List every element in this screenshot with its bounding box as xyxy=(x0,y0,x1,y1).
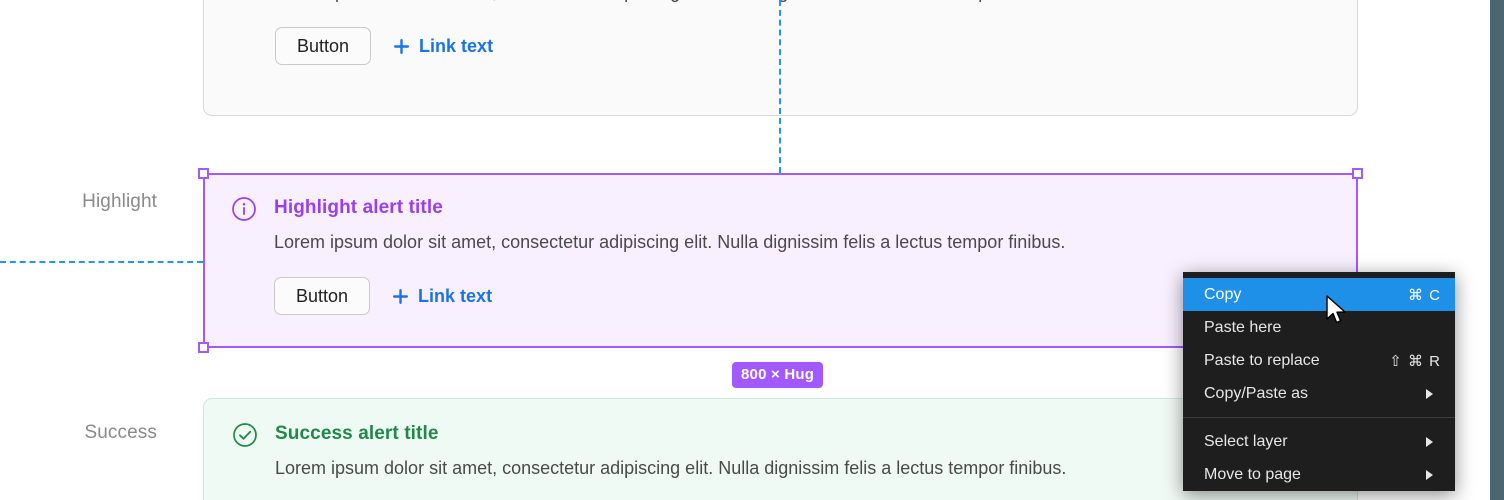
menu-item-label: Paste to replace xyxy=(1204,351,1320,369)
alert-link[interactable]: Link text xyxy=(393,36,493,57)
menu-item-label: Copy/Paste as xyxy=(1204,384,1309,402)
chevron-right-icon xyxy=(1426,388,1433,399)
menu-item-label: Paste here xyxy=(1204,318,1282,336)
alert-card-highlight[interactable]: Highlight alert title Lorem ipsum dolor … xyxy=(203,173,1358,348)
menu-item-label: Move to page xyxy=(1204,465,1301,483)
menu-separator xyxy=(1183,417,1455,418)
alert-link-label: Link text xyxy=(419,35,494,56)
check-circle-icon xyxy=(233,423,257,447)
menu-item-copy-paste-as[interactable]: Copy/Paste as xyxy=(1183,377,1455,410)
alert-body-text: Lorem ipsum dolor sit amet, consectetur … xyxy=(275,0,1329,5)
plus-icon xyxy=(394,38,410,54)
alert-link-label: Link text xyxy=(418,285,493,306)
menu-item-copy[interactable]: Copy ⌘ C xyxy=(1183,278,1455,311)
alert-button[interactable]: Button xyxy=(275,27,372,65)
alert-title: Success alert title xyxy=(275,423,439,444)
menu-item-shortcut: ⇧ ⌘ R xyxy=(1389,352,1441,370)
context-menu[interactable]: Copy ⌘ C Paste here Paste to replace ⇧ ⌘… xyxy=(1183,272,1455,491)
size-badge: 800 × Hug xyxy=(732,362,824,388)
alignment-guide-horizontal xyxy=(0,261,203,263)
section-label-highlight: Highlight xyxy=(82,191,157,212)
plus-icon xyxy=(393,288,409,304)
menu-item-paste-here[interactable]: Paste here xyxy=(1183,311,1455,344)
alert-link[interactable]: Link text xyxy=(392,286,492,307)
alert-actions: Button Link text xyxy=(274,277,1330,315)
chevron-right-icon xyxy=(1426,469,1433,480)
info-circle-icon xyxy=(232,197,256,221)
alert-button[interactable]: Button xyxy=(274,277,371,315)
menu-item-shortcut: ⌘ C xyxy=(1408,286,1441,304)
menu-item-label: Copy xyxy=(1204,285,1242,303)
alert-title: Highlight alert title xyxy=(274,197,443,218)
section-label-success: Success xyxy=(84,422,157,443)
menu-item-label: Select layer xyxy=(1204,432,1288,450)
alert-body-text: Lorem ipsum dolor sit amet, consectetur … xyxy=(275,458,1067,478)
menu-item-paste-to-replace[interactable]: Paste to replace ⇧ ⌘ R xyxy=(1183,344,1455,377)
alert-actions: Button Link text xyxy=(275,27,1329,65)
mouse-cursor xyxy=(1326,295,1346,324)
chevron-right-icon xyxy=(1426,436,1433,447)
context-menu-group-1: Copy ⌘ C Paste here Paste to replace ⇧ ⌘… xyxy=(1183,278,1455,410)
alert-body-text: Lorem ipsum dolor sit amet, consectetur … xyxy=(274,232,1066,252)
alert-card-success[interactable]: Success alert title Lorem ipsum dolor si… xyxy=(203,398,1358,500)
app-chrome-right-strip xyxy=(1490,0,1504,500)
alignment-guide-vertical xyxy=(779,0,781,173)
menu-item-select-layer[interactable]: Select layer xyxy=(1183,425,1455,458)
menu-item-move-to-page[interactable]: Move to page xyxy=(1183,458,1455,491)
context-menu-group-2: Select layer Move to page xyxy=(1183,425,1455,491)
